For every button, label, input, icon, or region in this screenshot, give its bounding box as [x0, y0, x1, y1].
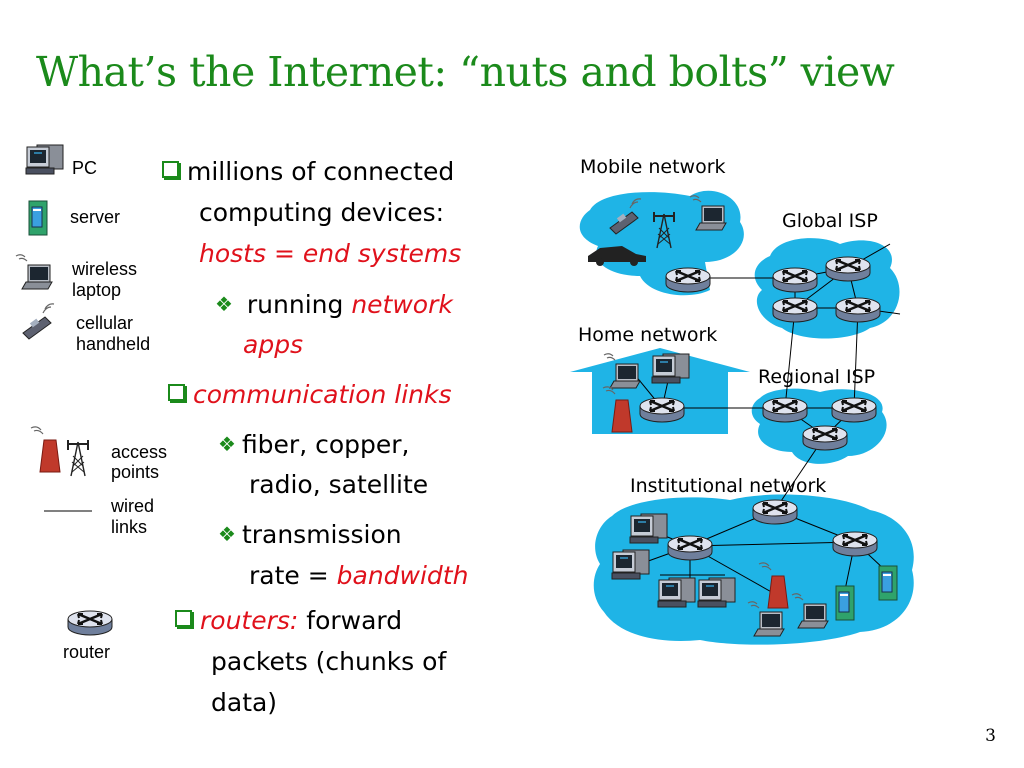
- mobile-network-label: Mobile network: [580, 156, 726, 178]
- global-router-1: [771, 266, 819, 294]
- page-number: 3: [985, 726, 996, 746]
- regional-router-3: [801, 424, 849, 452]
- sub-bullet-apps-line2: apps: [243, 330, 304, 359]
- sub-bullet-apps: ❖ running network: [215, 284, 453, 325]
- legend-cellular-label-1: cellular: [76, 313, 134, 333]
- inst-router-2: [666, 534, 714, 562]
- bullet-routers-line2: packets (chunks of: [211, 647, 447, 676]
- global-router-3: [771, 296, 819, 324]
- sub-bullet-media: ❖fiber, copper,: [218, 424, 410, 465]
- bullet-hosts-line2: computing devices:: [199, 198, 445, 227]
- square-bullet-icon: [175, 610, 192, 627]
- institutional-network-label: Institutional network: [630, 475, 827, 497]
- global-router-2: [824, 255, 872, 283]
- bullet-links: communication links: [168, 375, 452, 415]
- legend-laptop-label-2: laptop: [72, 280, 122, 300]
- access-point-icon: [30, 426, 89, 477]
- cellular-icon: [22, 303, 55, 340]
- diamond-bullet-icon: ❖: [218, 522, 236, 546]
- square-bullet-icon: [168, 384, 185, 401]
- server-icon: [28, 200, 48, 236]
- regional-isp-label: Regional ISP: [758, 366, 876, 388]
- legend-laptop-label-1: wireless: [72, 259, 138, 279]
- global-isp-label: Global ISP: [782, 210, 878, 232]
- inst-router-1: [751, 498, 799, 526]
- home-router: [638, 396, 686, 424]
- bullet-routers: routers: forward: [175, 601, 402, 641]
- diamond-bullet-icon: ❖: [218, 432, 236, 456]
- slide-title: What’s the Internet: “nuts and bolts” vi…: [36, 48, 895, 96]
- legend-router-label: router: [63, 642, 111, 662]
- legend-access-label-1: access: [111, 442, 168, 462]
- pc-icon: [25, 144, 64, 175]
- inst-server-1: [835, 585, 855, 621]
- sub-bullet-media-line2: radio, satellite: [249, 470, 429, 499]
- sub-bullet-rate: ❖transmission: [218, 514, 402, 555]
- bullet-hosts-line3: hosts = end systems: [199, 239, 462, 268]
- regional-router-2: [830, 396, 878, 424]
- inst-router-3: [831, 530, 879, 558]
- router-icon: [66, 609, 114, 637]
- square-bullet-icon: [162, 161, 179, 178]
- legend-cellular-label-2: handheld: [76, 334, 151, 354]
- legend-wired-label-1: wired: [111, 496, 155, 516]
- diamond-bullet-icon: ❖: [215, 292, 233, 316]
- regional-router-1: [761, 396, 809, 424]
- legend-access-label-2: points: [111, 462, 160, 482]
- bullet-hosts: millions of connected: [162, 152, 454, 192]
- laptop-icon: [15, 254, 53, 290]
- home-network-label: Home network: [578, 324, 718, 346]
- sub-bullet-rate-line2: rate = bandwidth: [249, 561, 469, 590]
- legend-wired-label-2: links: [111, 517, 148, 537]
- legend-pc-label: PC: [72, 158, 98, 178]
- inst-server-2: [878, 565, 898, 601]
- legend-server-label: server: [70, 207, 121, 227]
- bullet-routers-line3: data): [211, 688, 278, 717]
- global-router-4: [834, 296, 882, 324]
- car-icon: [566, 241, 646, 266]
- mobile-router: [664, 266, 712, 294]
